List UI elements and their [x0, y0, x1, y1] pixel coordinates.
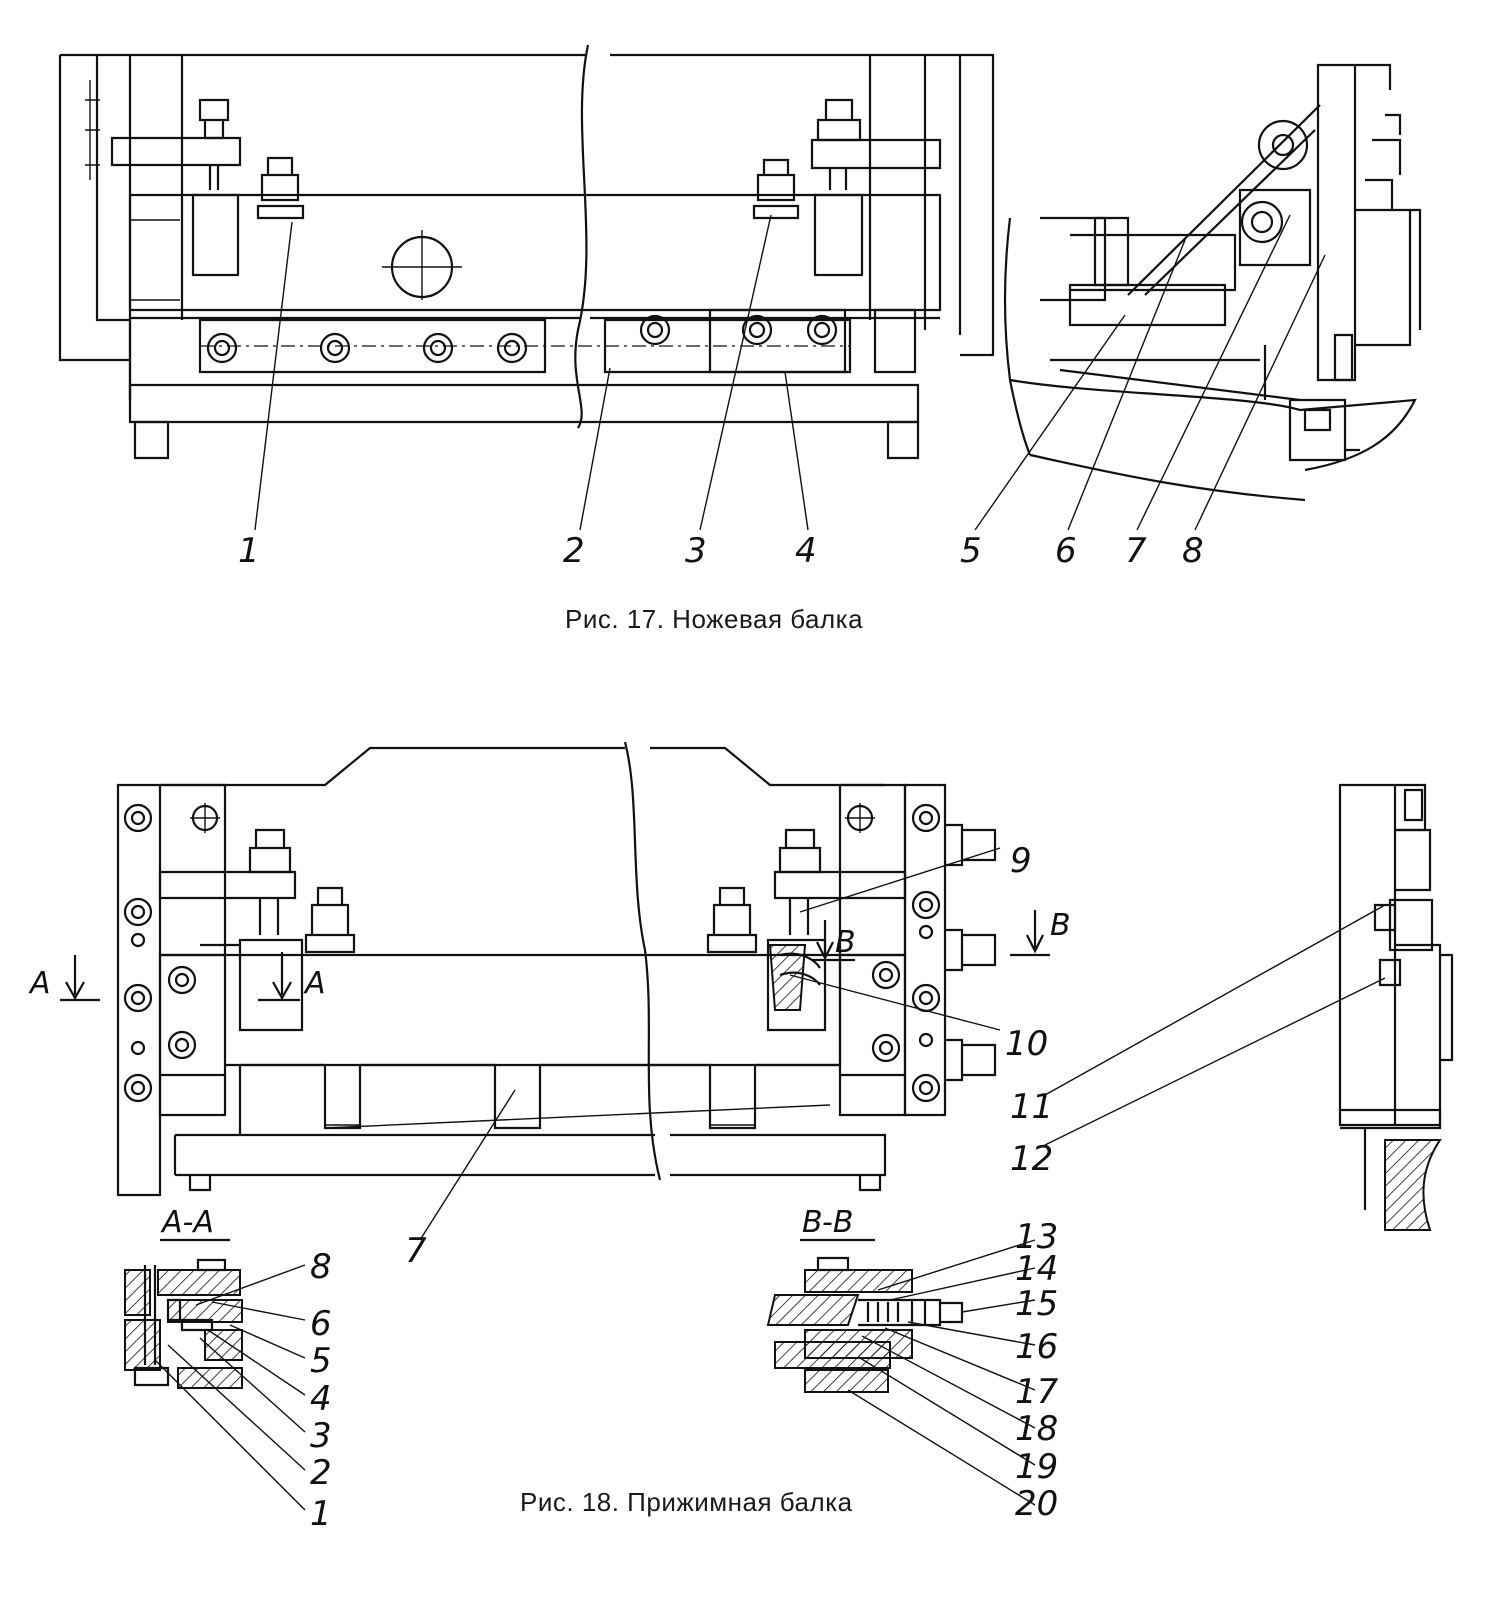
section-a-marker-right: A	[303, 966, 326, 1001]
fig18-right-bolts	[871, 803, 941, 1103]
fig18-callout-7: 7	[405, 1231, 427, 1271]
fig17-side-view	[1003, 63, 1422, 502]
bolt-right-4	[813, 98, 864, 277]
fig18-callouts: 9 10 11 12 7 A A B B A-A B-B 8 6 5 4 3 2…	[28, 841, 1071, 1534]
section-a-callout-6: 6	[310, 1304, 332, 1344]
section-b-callout-17: 17	[1015, 1372, 1059, 1412]
figure-18-caption: Рис. 18. Прижимная балка	[520, 1487, 853, 1517]
figure-17-caption: Рис. 17. Ножевая балка	[565, 604, 864, 634]
fig17-callout-1: 1	[238, 531, 260, 571]
fig17-callout-7: 7	[1125, 531, 1147, 571]
fig18-callout-11: 11	[1010, 1087, 1053, 1127]
fig18-front-view	[60, 741, 1050, 1197]
section-b-callout-18: 18	[1015, 1409, 1058, 1449]
section-b-b	[766, 1238, 964, 1393]
fig17-callouts: 1 2 3 4 5 6 7 8	[238, 531, 1204, 571]
bolt-right-3	[752, 158, 800, 220]
bolt-left-1	[191, 98, 240, 277]
fig18-callout-9: 9	[1010, 841, 1032, 881]
fig17-callout-3: 3	[685, 531, 707, 571]
section-b-callout-20: 20	[1015, 1484, 1058, 1524]
section-b-callout-19: 19	[1015, 1447, 1058, 1487]
fig18-side-view	[1338, 783, 1454, 1231]
fig18-left-bolts	[123, 803, 153, 1103]
section-b-marker-left: B	[835, 925, 856, 960]
fig17-callout-4: 4	[795, 531, 817, 571]
section-a-title: A-A	[160, 1205, 214, 1240]
fig18-callout-10: 10	[1005, 1024, 1048, 1064]
fig17-callout-5: 5	[960, 531, 982, 571]
fig17-callout-2: 2	[563, 531, 585, 571]
section-a-leaders	[154, 1264, 306, 1511]
section-b-callout-14: 14	[1015, 1249, 1058, 1289]
knife-bar-bolts	[206, 314, 838, 364]
section-b-callout-15: 15	[1015, 1284, 1058, 1324]
section-a-a	[124, 1238, 243, 1389]
fig17-leaders	[254, 214, 1326, 531]
section-b-leaders	[847, 1239, 1036, 1506]
section-b-title: B-B	[802, 1205, 853, 1240]
section-b-callout-16: 16	[1015, 1327, 1058, 1367]
fig18-callout-12: 12	[1010, 1139, 1053, 1179]
section-a-callout-1: 1	[310, 1494, 332, 1534]
fig17-callout-6: 6	[1055, 531, 1077, 571]
bolt-left-2	[256, 156, 305, 220]
section-a-callout-2: 2	[310, 1453, 332, 1493]
section-a-callout-8: 8	[310, 1247, 332, 1287]
fig17-callout-8: 8	[1182, 531, 1204, 571]
fig17-front-view	[58, 44, 995, 460]
section-b-callout-13: 13	[1015, 1217, 1058, 1257]
section-a-callout-4: 4	[310, 1379, 332, 1419]
section-a-callout-3: 3	[310, 1416, 332, 1456]
fig18-leaders	[419, 847, 1386, 1241]
section-a-marker-left: A	[28, 966, 51, 1001]
section-a-callout-5: 5	[310, 1341, 332, 1381]
section-b-marker-right: B	[1050, 908, 1071, 943]
